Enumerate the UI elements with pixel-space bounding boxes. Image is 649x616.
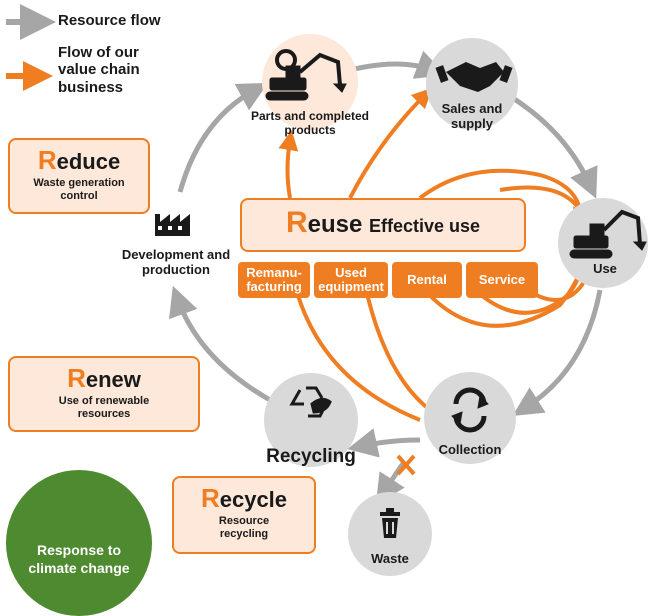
excavator-icon	[265, 49, 347, 101]
no-waste-cross	[396, 454, 416, 476]
excavator-use-icon	[569, 209, 647, 259]
reuse-sub: Effective use	[368, 216, 481, 236]
recycle-sub: Resource recycling	[218, 514, 270, 540]
recycle-title: ecycle	[219, 487, 288, 512]
waste-label: Waste	[371, 551, 409, 566]
climate-circle: Response to climate change	[6, 470, 152, 616]
reduce-initial: R	[37, 145, 57, 175]
parts-label: Parts and completed products	[250, 109, 370, 137]
factory-icon	[155, 214, 190, 236]
handshake-icon	[435, 62, 513, 92]
reuse-title: euse	[307, 211, 363, 238]
collection-node-circle	[424, 372, 516, 464]
recycle-icon	[289, 386, 332, 418]
value-chain-arrows	[278, 87, 592, 422]
reuse-initial: R	[285, 206, 308, 239]
legend-resource-flow: Resource flow	[58, 12, 161, 29]
reduce-sub: Waste generation control	[33, 176, 125, 202]
resource-flow-arrows	[169, 50, 603, 505]
legend-value-chain-flow: Flow of our value chain business	[58, 44, 140, 96]
reduce-box: Reduce Waste generation control	[8, 138, 150, 214]
tag-used-equipment: Used equipment	[314, 262, 388, 298]
renew-sub: Use of renewable resources	[58, 394, 150, 420]
reuse-box: Reuse Effective use	[240, 198, 526, 252]
development-label: Development and production	[121, 247, 231, 277]
trash-icon	[380, 508, 400, 538]
recycle-initial: R	[200, 483, 220, 513]
collection-label: Collection	[438, 442, 502, 457]
tag-rental: Rental	[392, 262, 462, 298]
climate-label: Response to climate change	[28, 542, 130, 576]
sales-label: Sales and supply	[441, 101, 503, 131]
renew-title: enew	[85, 367, 141, 392]
refresh-icon	[451, 387, 489, 433]
recycling-label: Recycling	[266, 446, 356, 467]
tag-remanufacturing: Remanu-facturing	[238, 262, 310, 298]
renew-box: Renew Use of renewable resources	[8, 356, 200, 432]
reduce-title: educe	[56, 149, 121, 174]
recycling-node-circle	[264, 373, 358, 467]
tag-service: Service	[466, 262, 538, 298]
parts-node-circle	[262, 34, 358, 130]
recycle-box: Recycle Resource recycling	[172, 476, 316, 554]
use-label: Use	[593, 261, 617, 276]
renew-initial: R	[67, 363, 86, 393]
